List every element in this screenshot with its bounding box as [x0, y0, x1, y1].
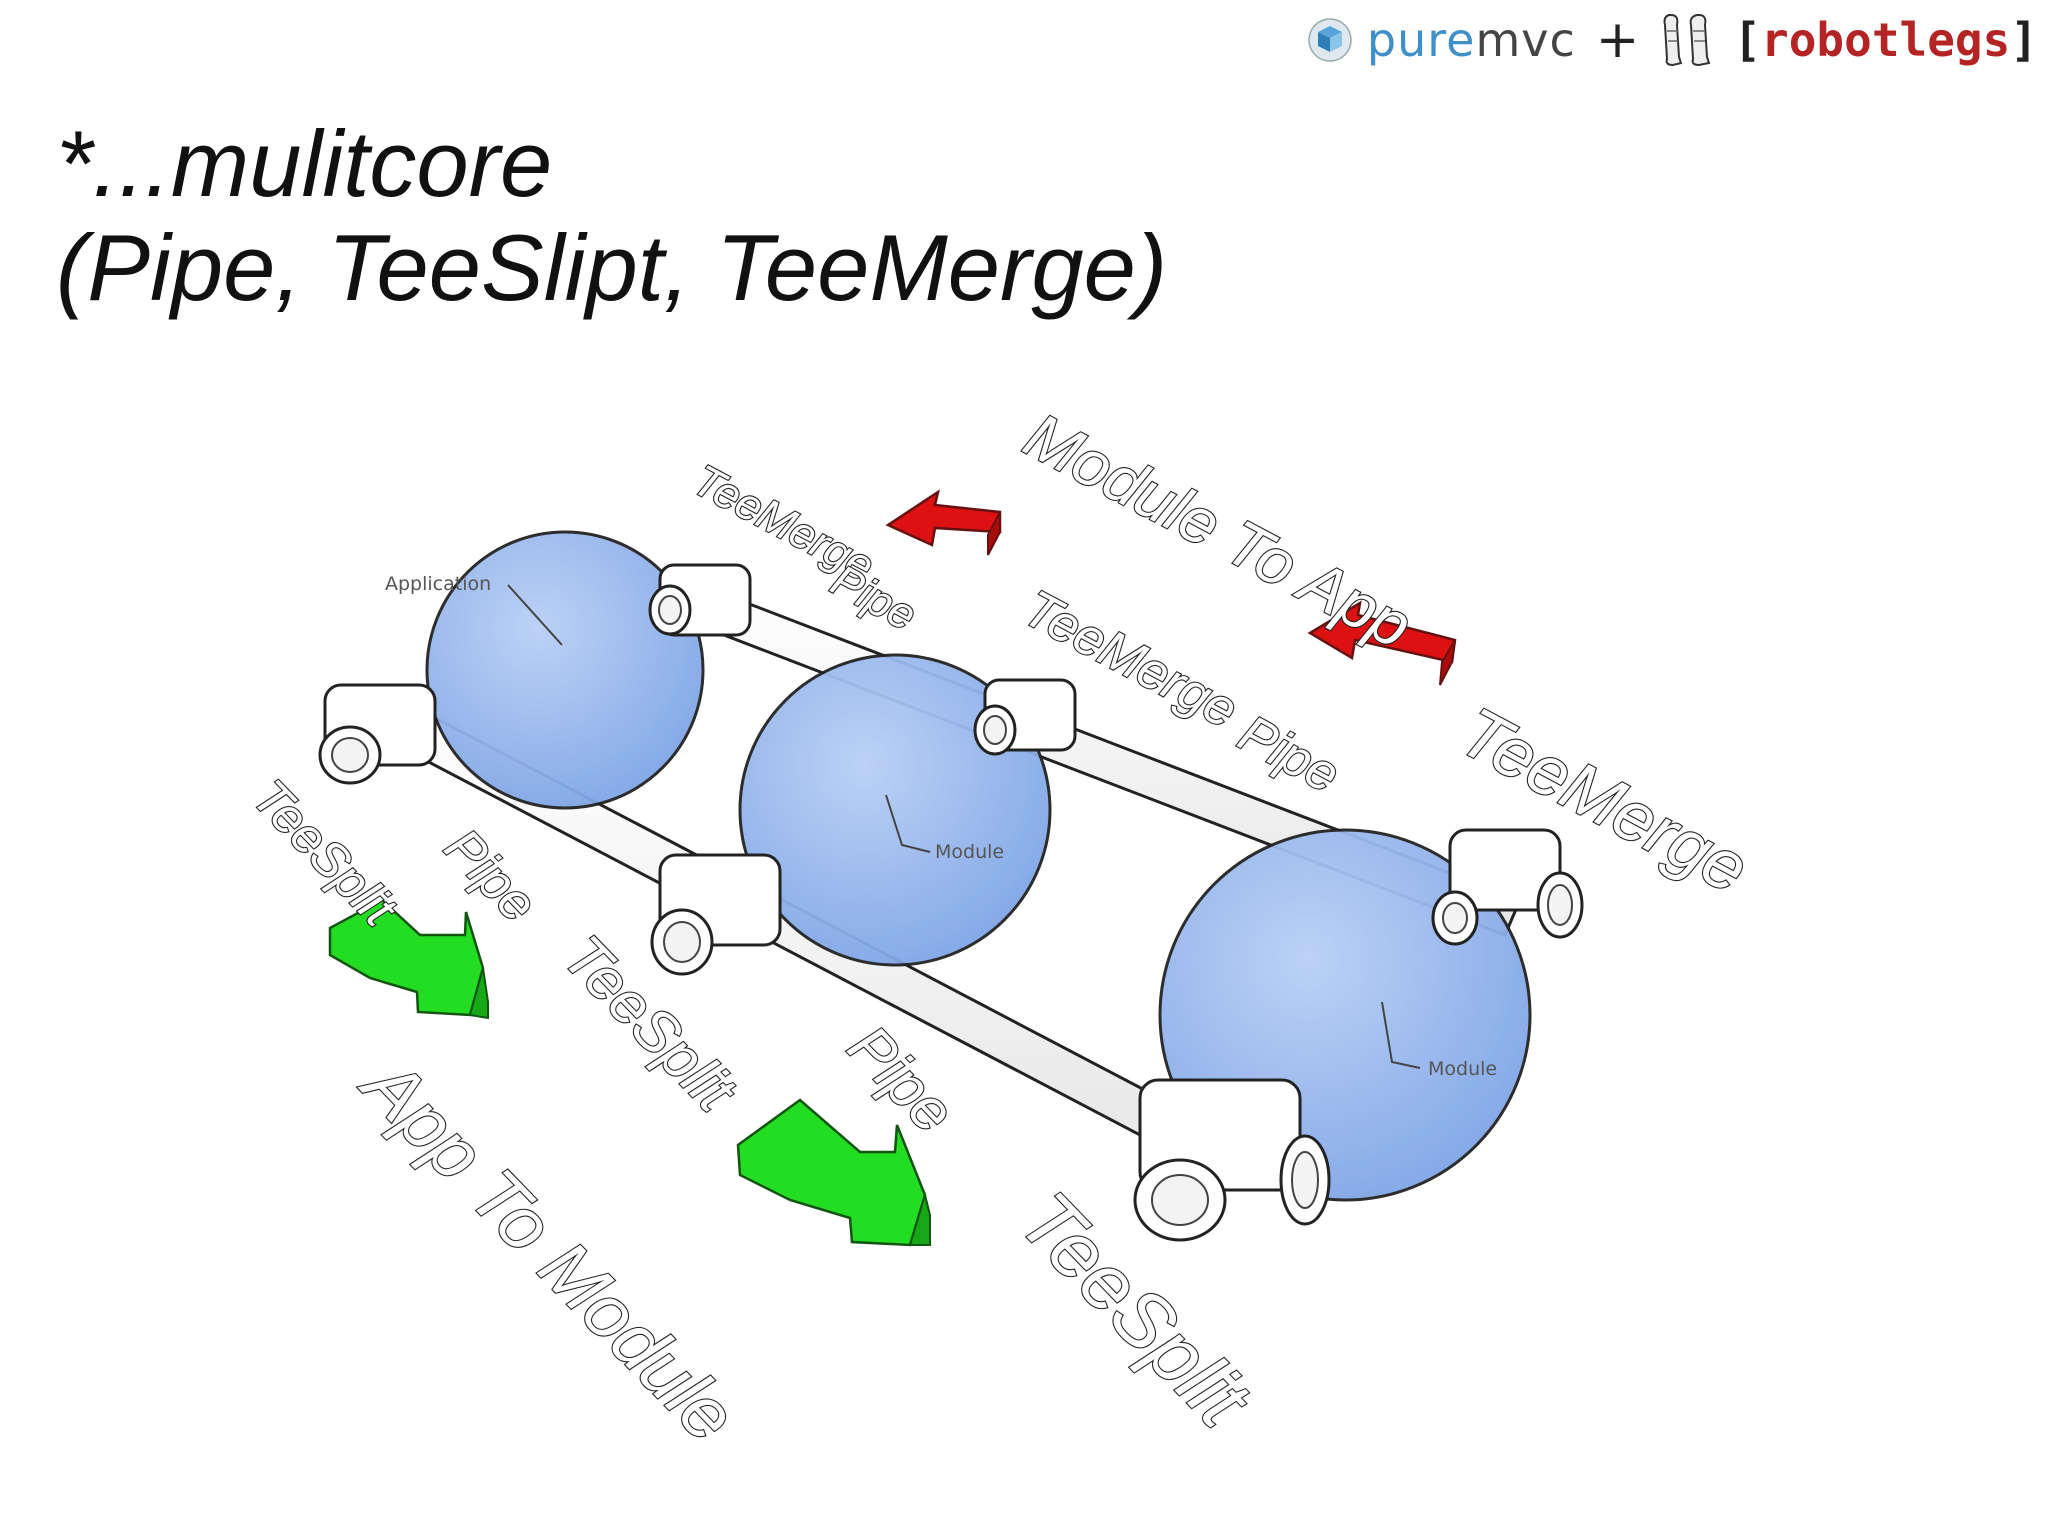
module-2-annotation: Module	[1381, 1001, 1497, 1080]
module-1-annotation: Module	[885, 794, 1004, 863]
label-pipe-top-2: Pipe	[1229, 704, 1348, 804]
tee-split-connector-1	[318, 683, 437, 785]
label-teesplit-1: TeeSplit	[242, 769, 408, 938]
module-2-label: Module	[1428, 1058, 1497, 1080]
tee-merge-connector-2	[973, 678, 1077, 756]
application-label: Application	[385, 573, 491, 595]
robotlegs-legs-icon	[1663, 14, 1711, 67]
label-teesplit-3: TeeSplit	[1003, 1175, 1268, 1445]
green-arrow-2	[736, 1098, 931, 1247]
tee-merge-connector-3	[1431, 828, 1584, 946]
puremvc-logo-mvc: mvc	[1475, 13, 1576, 67]
green-arrow-1	[328, 898, 489, 1020]
header-logos: puremvc + [robotlegs]	[1307, 10, 2038, 70]
robotlegs-logo-text: robotlegs	[1761, 13, 2011, 67]
puremvc-logo: puremvc	[1367, 13, 1576, 67]
tee-merge-connector-1	[648, 563, 752, 637]
red-arrow-1	[885, 489, 1002, 556]
plus-sign: +	[1595, 10, 1640, 70]
robotlegs-logo: [robotlegs]	[1733, 13, 2038, 67]
module-sphere-1	[738, 653, 1052, 967]
title-line-2: (Pipe, TeeSlipt, TeeMerge)	[56, 215, 1168, 320]
title-line-1: *...mulitcore	[56, 111, 553, 216]
puremvc-logo-pure: pure	[1366, 13, 1476, 67]
robotlegs-bracket-close: ]	[2010, 13, 2038, 67]
red-arrow-2	[1307, 600, 1457, 686]
tee-split-connector-2	[650, 853, 782, 976]
label-pipe-bottom-1: Pipe	[433, 818, 547, 933]
application-annotation: Application	[385, 573, 563, 646]
slide-title: *...mulitcore (Pipe, TeeSlipt, TeeMerge)	[56, 112, 1167, 320]
puremvc-cube-icon	[1308, 18, 1352, 62]
module-1-label: Module	[935, 841, 1004, 863]
robotlegs-bracket-open: [	[1733, 13, 1762, 67]
tee-split-connector-3	[1133, 1078, 1331, 1242]
application-sphere	[425, 530, 705, 810]
label-teesplit-2: TeeSplit	[551, 922, 750, 1125]
